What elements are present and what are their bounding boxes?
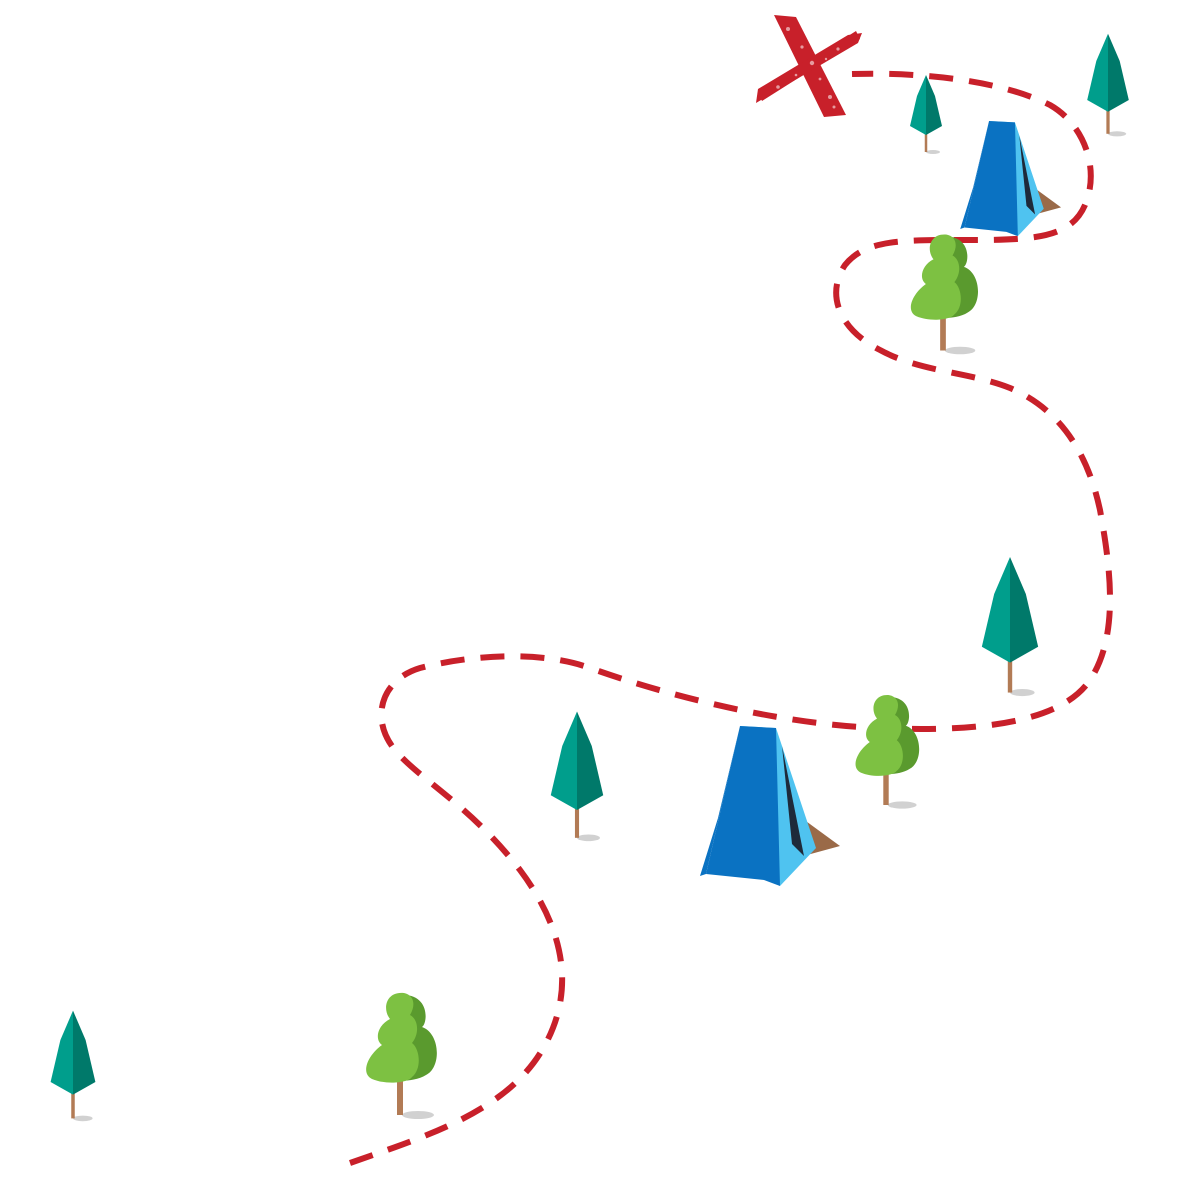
x-mark-icon — [756, 15, 862, 117]
pine-tree-icon — [50, 1010, 96, 1122]
pine-tree-icon — [550, 711, 604, 842]
pine-tree-icon — [910, 75, 942, 154]
tent-icon — [960, 120, 1062, 237]
pine-tree-icon — [1087, 33, 1129, 137]
round-tree-icon — [366, 992, 437, 1119]
pine-tree-icon — [981, 557, 1039, 697]
tent-icon — [700, 726, 840, 886]
round-tree-icon — [910, 234, 979, 355]
round-tree-icon — [855, 695, 920, 809]
